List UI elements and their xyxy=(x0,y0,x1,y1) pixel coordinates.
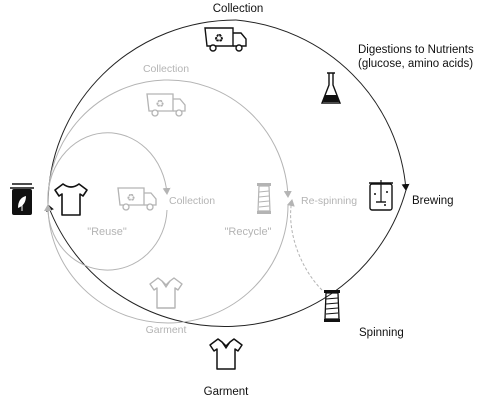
recycle-loop xyxy=(44,79,292,324)
reuse-collection-label: Collection xyxy=(169,195,215,207)
recycle-garment-label: Garment xyxy=(146,324,187,336)
recycle-quote-label: "Recycle" xyxy=(225,226,272,238)
svg-text:♻: ♻ xyxy=(156,99,165,110)
grey-spool-icon xyxy=(257,183,271,214)
garment-label: Garment xyxy=(204,386,250,398)
respinning-dashed-arrow xyxy=(286,199,323,291)
spool-icon xyxy=(324,290,340,322)
reuse-quote-label: "Reuse" xyxy=(87,226,127,238)
reuse-loop xyxy=(47,132,171,271)
collection-label: Collection xyxy=(213,3,264,15)
recycle-collection-label: Collection xyxy=(143,63,189,75)
tshirt-icon xyxy=(54,183,88,216)
brewing-tank-icon xyxy=(369,180,393,211)
spinning-label: Spinning xyxy=(359,327,404,339)
digestion-title-label: Digestions to Nutrients xyxy=(358,44,474,56)
flask-icon xyxy=(320,72,342,104)
outer-cycle-loop xyxy=(46,19,410,327)
recycle-truck-icon: ♻ xyxy=(146,93,186,117)
respinning-label: Re-spinning xyxy=(301,195,357,207)
reuse-truck-icon: ♻ xyxy=(117,187,157,211)
garbage-truck-icon: ♻ xyxy=(204,27,247,52)
polo-shirt-icon xyxy=(209,338,243,370)
brewing-label: Brewing xyxy=(412,195,454,207)
digestion-detail-label: (glucose, amino acids) xyxy=(358,58,473,70)
compost-bin-icon xyxy=(10,183,34,215)
grey-polo-shirt-icon xyxy=(149,277,183,309)
svg-text:♻: ♻ xyxy=(127,193,136,204)
svg-text:♻: ♻ xyxy=(214,33,224,45)
